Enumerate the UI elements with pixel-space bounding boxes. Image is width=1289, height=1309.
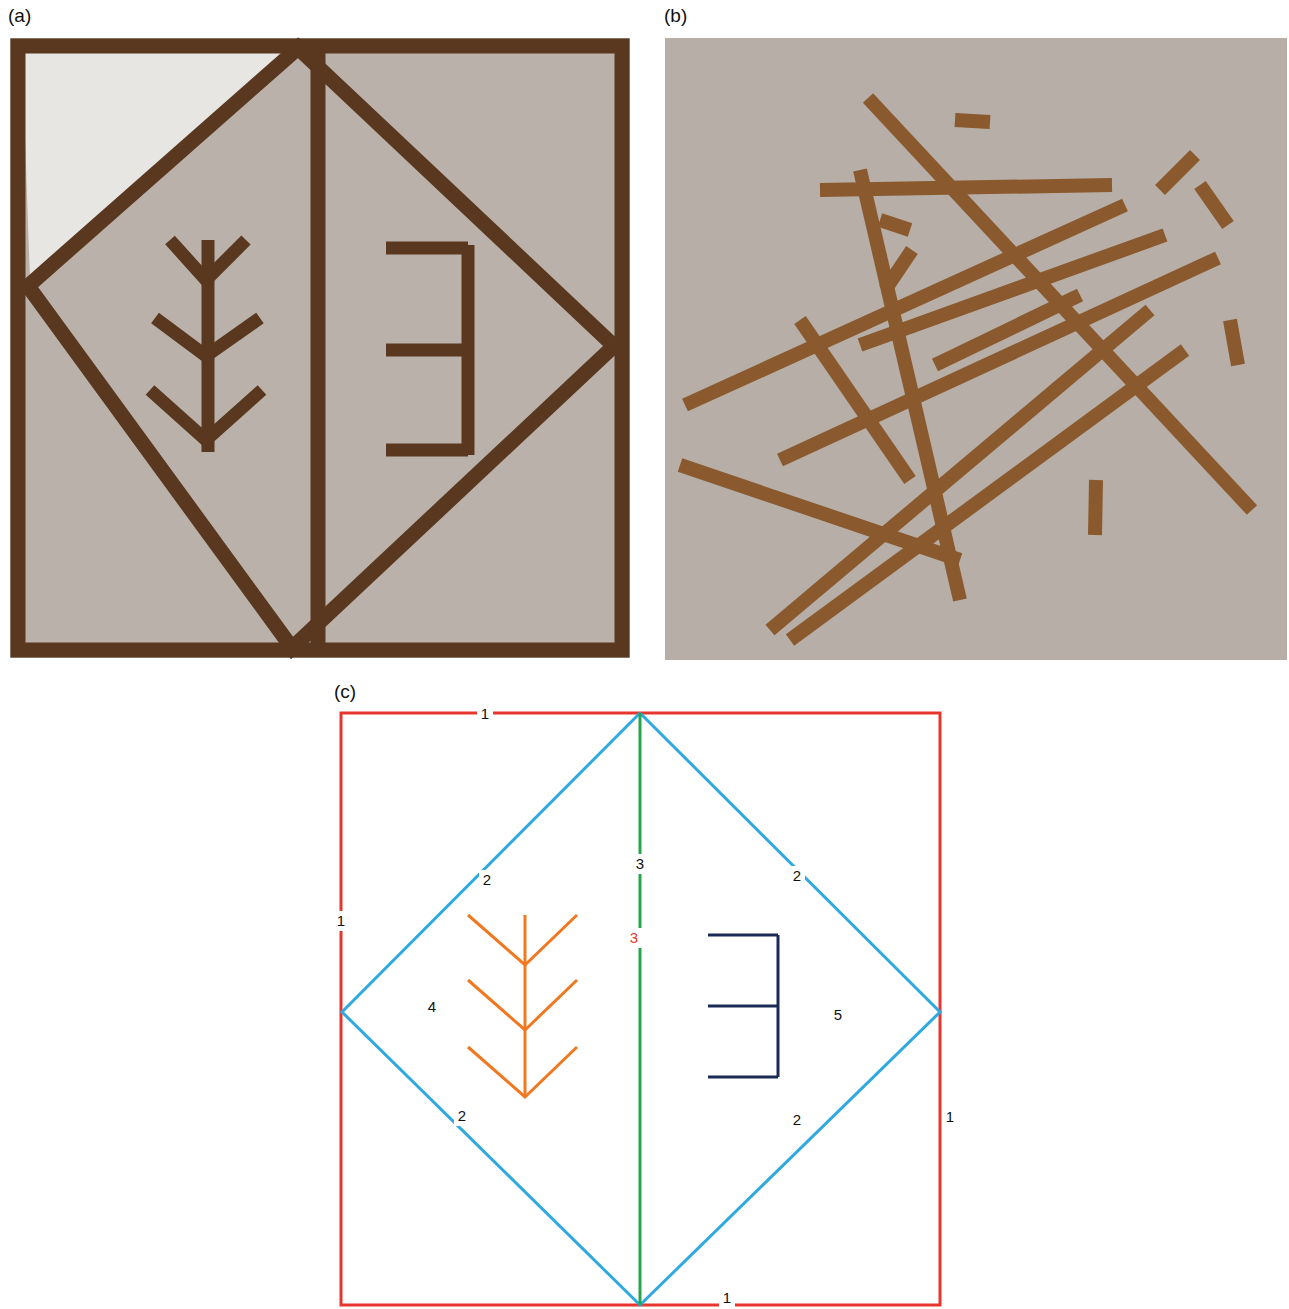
line-scheme: [341, 713, 940, 1305]
callout-number: 3: [626, 928, 642, 947]
callout-number: 2: [479, 870, 495, 889]
stick-photo-frame: [10, 38, 630, 658]
panel-letter: (c): [330, 680, 360, 704]
panel-letter: (a): [4, 4, 35, 28]
callout-number: 2: [789, 1110, 805, 1129]
callout-number: 3: [632, 854, 648, 873]
callout-number: 2: [789, 866, 805, 885]
callout-number: 5: [830, 1005, 846, 1024]
panel-letter: (b): [660, 4, 691, 28]
callout-number: 1: [719, 1288, 735, 1307]
scattered-sticks-photo: [665, 38, 1287, 660]
callout-number: 4: [424, 997, 440, 1016]
callout-number: 2: [454, 1106, 470, 1125]
callout-number: 1: [333, 911, 349, 930]
callout-number: 1: [942, 1107, 958, 1126]
callout-number: 1: [477, 704, 493, 723]
